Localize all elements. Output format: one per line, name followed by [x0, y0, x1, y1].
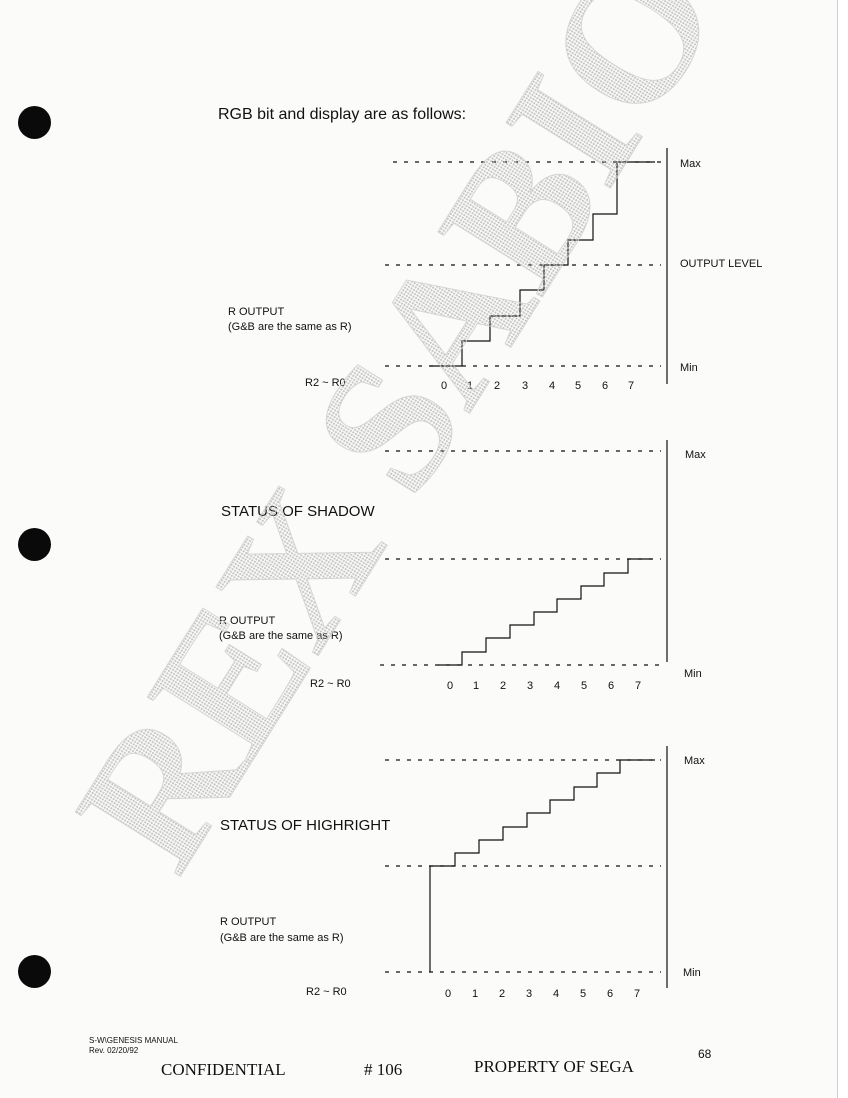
graph1-step-5: 5 [574, 380, 582, 392]
graph2-step-2: 2 [499, 680, 507, 692]
graph3-max-label: Max [684, 755, 705, 767]
graph2-step-0: 0 [446, 680, 454, 692]
graph3-r-output: R OUTPUT [220, 916, 277, 928]
graph1-output-level-label: OUTPUT LEVEL [680, 258, 763, 270]
graph3-step-6: 6 [606, 988, 614, 1000]
footer-confidential: CONFIDENTIAL [161, 1060, 286, 1079]
graph3-gb-note: (G&B are the same as R) [220, 932, 344, 944]
footer-doc-number: # 106 [364, 1060, 403, 1079]
graph1-step-6: 6 [601, 380, 609, 392]
footer-property: PROPERTY OF SEGA [474, 1057, 634, 1076]
graph1-step-2: 2 [493, 380, 501, 392]
graph3-step-1: 1 [471, 988, 479, 1000]
graph2-r-range: R2 ~ R0 [310, 678, 351, 690]
graph1-step-0: 0 [440, 380, 448, 392]
footer-manual: S-W\GENESIS MANUAL [89, 1036, 178, 1045]
graph2-step-3: 3 [526, 680, 534, 692]
graph2-title: STATUS OF SHADOW [221, 503, 375, 520]
graph3-title: STATUS OF HIGHRIGHT [220, 817, 391, 834]
graph1-staircase [430, 161, 655, 367]
graph2-step-5: 5 [580, 680, 588, 692]
graph2-step-7: 7 [634, 680, 642, 692]
graph1-step-4: 4 [548, 380, 556, 392]
page-edge [837, 0, 848, 1098]
graph1-max-label: Max [680, 158, 701, 170]
binder-hole-middle [18, 528, 51, 561]
binder-hole-top [18, 106, 51, 139]
graph1-min-label: Min [680, 362, 698, 374]
graph1-step-1: 1 [466, 380, 474, 392]
graph2-min-label: Min [684, 668, 702, 680]
graph3-r-range: R2 ~ R0 [306, 986, 347, 998]
graph3-step-5: 5 [579, 988, 587, 1000]
graph1-step-7: 7 [627, 380, 635, 392]
graph3-min-label: Min [683, 967, 701, 979]
graph2-step-1: 1 [472, 680, 480, 692]
footer-rev: Rev. 02/20/92 [89, 1046, 139, 1055]
graph1-r-range: R2 ~ R0 [305, 377, 346, 389]
graph3-step-7: 7 [633, 988, 641, 1000]
graph2-max-label: Max [685, 449, 706, 461]
intro-heading: RGB bit and display are as follows: [218, 106, 467, 123]
graph2-gb-note: (G&B are the same as R) [219, 630, 343, 642]
graph2-r-output: R OUTPUT [219, 615, 276, 627]
footer-page-number: 68 [698, 1047, 712, 1061]
graph2-step-6: 6 [607, 680, 615, 692]
graph3-staircase [429, 759, 655, 972]
binder-hole-bottom [18, 955, 51, 988]
graph1-gb-note: (G&B are the same as R) [228, 321, 352, 333]
graph2-staircase [438, 558, 652, 666]
graph1-r-output: R OUTPUT [228, 306, 285, 318]
graph3-step-4: 4 [552, 988, 560, 1000]
graph3-step-2: 2 [498, 988, 506, 1000]
graph3-step-3: 3 [525, 988, 533, 1000]
graph1-step-3: 3 [521, 380, 529, 392]
graph3-step-0: 0 [444, 988, 452, 1000]
graph2-step-4: 4 [553, 680, 561, 692]
